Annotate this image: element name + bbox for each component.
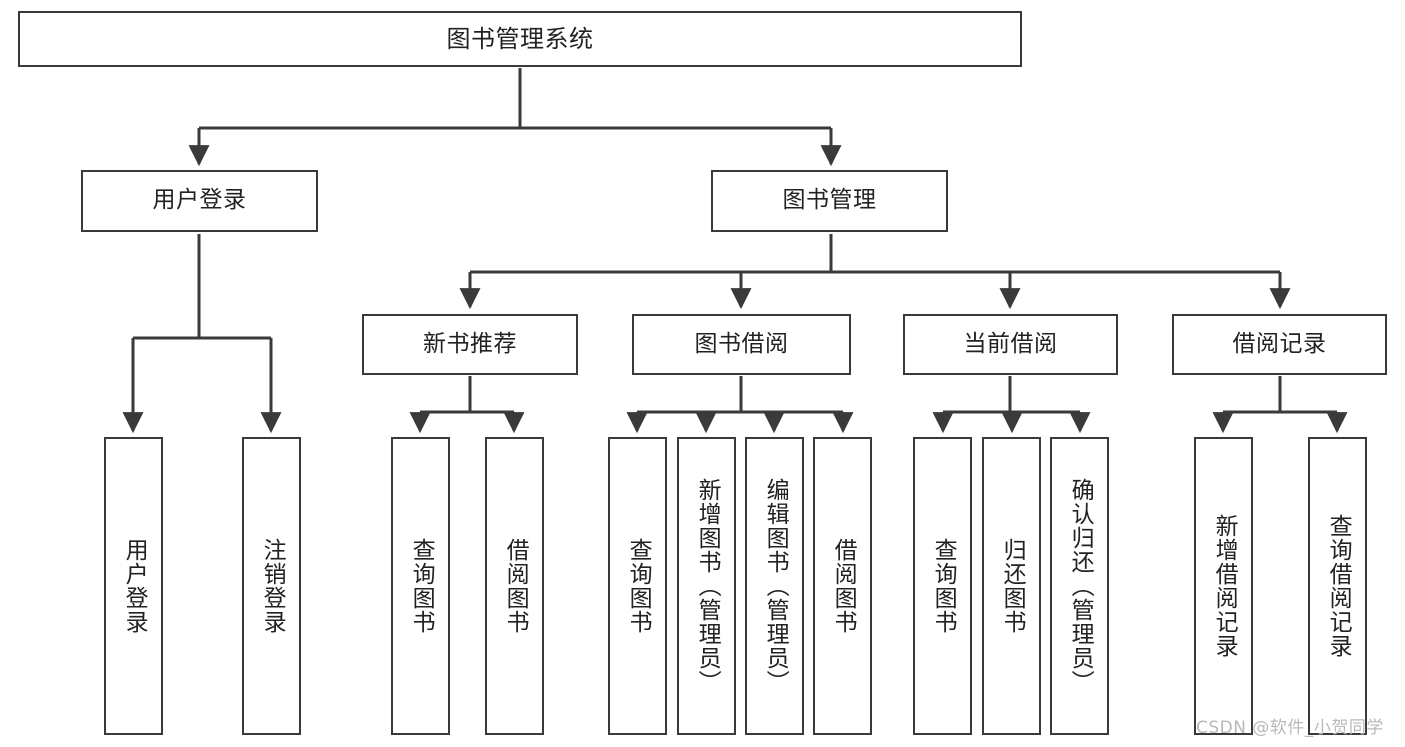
leaf-user-login-logout[interactable]: 注销登录 xyxy=(242,437,301,735)
leaf-book-borrow-borrow-book[interactable]: 借阅图书 xyxy=(813,437,872,735)
node-root-book-management-system[interactable]: 图书管理系统 xyxy=(18,11,1022,67)
leaf-user-login-login[interactable]: 用户登录 xyxy=(104,437,163,735)
node-book-management[interactable]: 图书管理 xyxy=(711,170,948,232)
leaf-book-borrow-add-book-admin[interactable]: 新增图书（管理员） xyxy=(677,437,736,735)
node-user-login[interactable]: 用户登录 xyxy=(81,170,318,232)
leaf-book-borrow-edit-book-admin[interactable]: 编辑图书（管理员） xyxy=(745,437,804,735)
leaf-current-borrow-confirm-return-admin[interactable]: 确认归还（管理员） xyxy=(1050,437,1109,735)
leaf-book-borrow-query-book[interactable]: 查询图书 xyxy=(608,437,667,735)
leaf-new-book-query-book[interactable]: 查询图书 xyxy=(391,437,450,735)
leaf-borrow-record-query-record[interactable]: 查询借阅记录 xyxy=(1308,437,1367,735)
leaf-new-book-borrow-book[interactable]: 借阅图书 xyxy=(485,437,544,735)
node-borrow-record[interactable]: 借阅记录 xyxy=(1172,314,1387,375)
leaf-current-borrow-query-book[interactable]: 查询图书 xyxy=(913,437,972,735)
node-new-book-recommend[interactable]: 新书推荐 xyxy=(362,314,578,375)
leaf-borrow-record-add-record[interactable]: 新增借阅记录 xyxy=(1194,437,1253,735)
leaf-current-borrow-return-book[interactable]: 归还图书 xyxy=(982,437,1041,735)
node-book-borrow[interactable]: 图书借阅 xyxy=(632,314,851,375)
csdn-watermark: CSDN @软件_小贺同学 xyxy=(1196,718,1384,738)
node-current-borrow[interactable]: 当前借阅 xyxy=(903,314,1118,375)
